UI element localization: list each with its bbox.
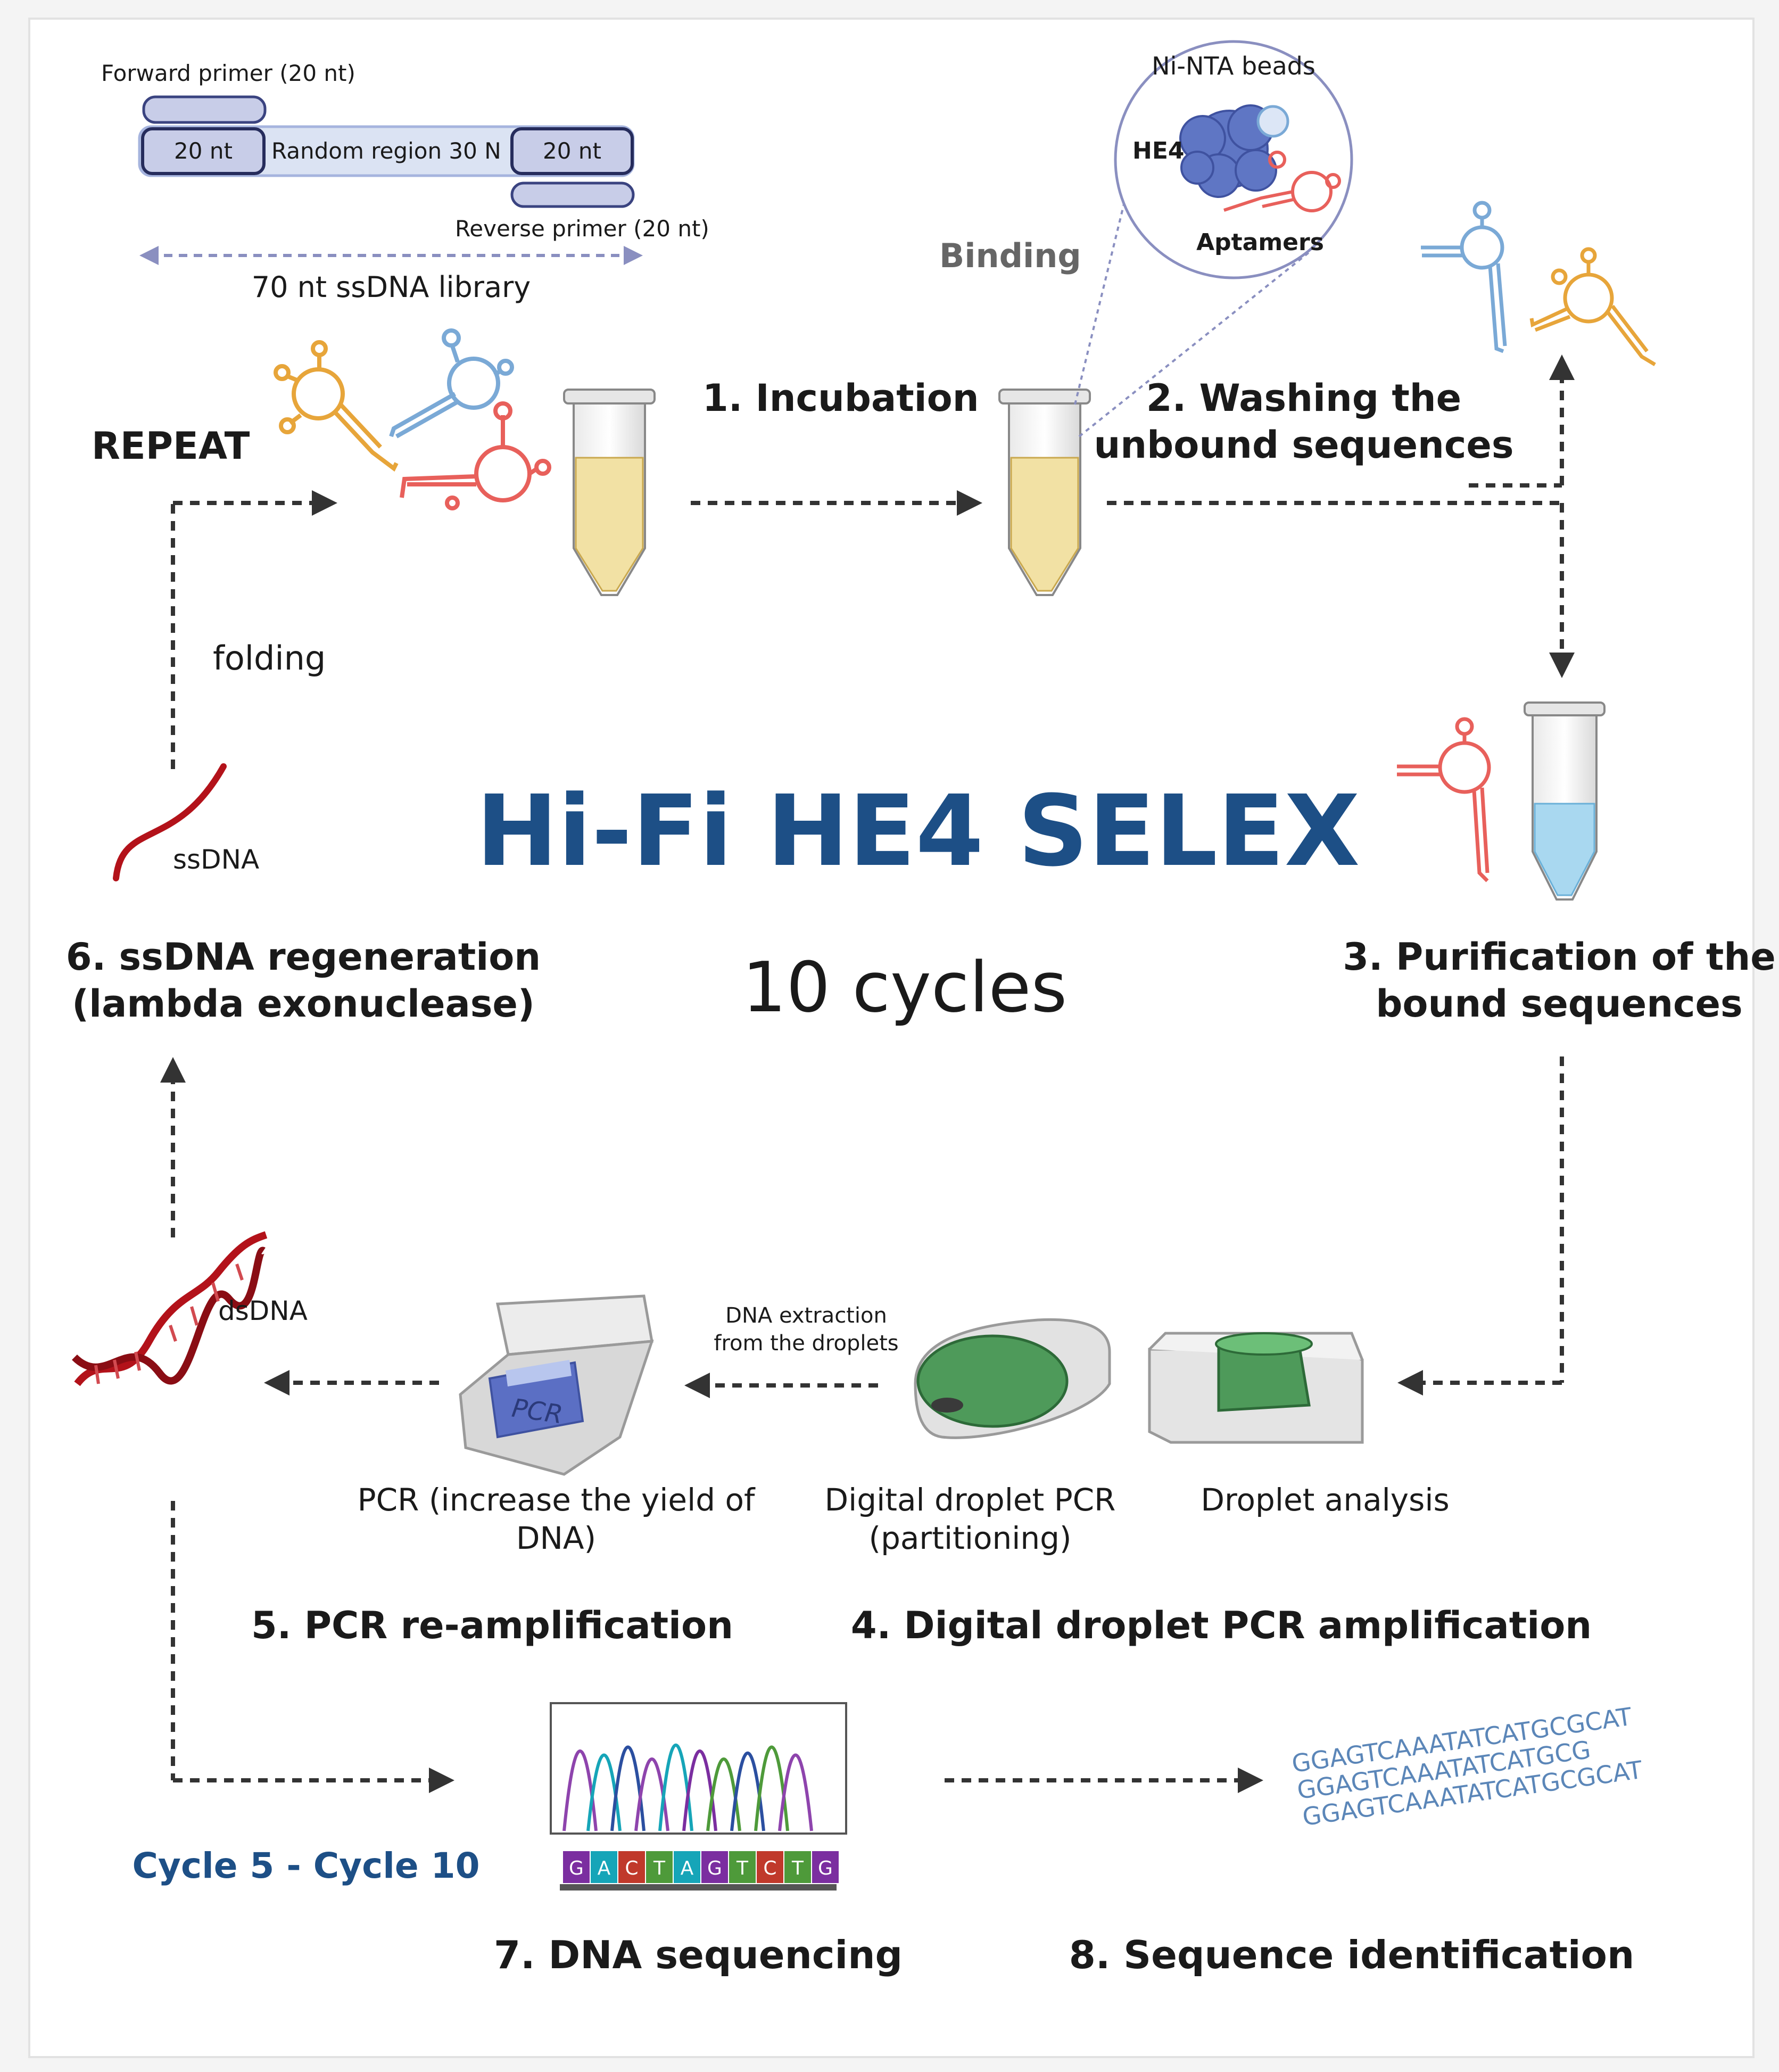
unbound-aptamer-orange xyxy=(1529,247,1656,367)
reverse-primer-label: Reverse primer (20 nt) xyxy=(455,216,709,242)
step-2-line1: 2. Washing the xyxy=(1146,376,1461,420)
page-card xyxy=(28,18,1755,2058)
binding-label: Binding xyxy=(939,236,1081,275)
right-block-label: 20 nt xyxy=(543,138,601,164)
base-tile xyxy=(701,1851,728,1883)
purified-aptamer xyxy=(1397,717,1491,882)
ddpcr-label-line1: Digital droplet PCR xyxy=(825,1482,1116,1518)
aptamer-blue xyxy=(389,328,514,439)
base-tile xyxy=(646,1851,673,1883)
base-letter: C xyxy=(625,1858,638,1879)
diagram-title: Hi-Fi HE4 SELEX xyxy=(476,774,1360,888)
pcr-label-line2: DNA) xyxy=(516,1520,596,1556)
step-1-incubation: 1. Incubation xyxy=(702,376,979,420)
extraction-label-line2: from the droplets xyxy=(714,1331,898,1356)
forward-primer-label: Forward primer (20 nt) xyxy=(101,60,355,86)
step-3-line1: 3. Purification of the xyxy=(1343,935,1775,979)
pcr-label-line1: PCR (increase the yield of xyxy=(358,1482,756,1518)
target-label: HE4 xyxy=(1132,137,1185,164)
random-region-label: Random region 30 N xyxy=(271,138,501,164)
step-3-line2: bound sequences xyxy=(1376,982,1742,1026)
chromatogram xyxy=(550,1702,847,1835)
cycle-range-label: Cycle 5 - Cycle 10 xyxy=(132,1845,479,1886)
tube-binding xyxy=(998,389,1091,596)
dsdna-label: dsDNA xyxy=(218,1295,308,1326)
step-6-line1: 6. ssDNA regeneration xyxy=(66,935,541,979)
base-letter: T xyxy=(736,1858,749,1879)
base-letter: C xyxy=(763,1858,776,1879)
base-tile xyxy=(729,1851,756,1883)
aptamer-orange xyxy=(274,340,399,472)
bound-aptamer xyxy=(1223,151,1341,212)
binding-inset: Ni-NTA beads HE4 Aptamers xyxy=(1114,40,1353,279)
base-letter: G xyxy=(569,1858,584,1879)
base-calls-bar xyxy=(560,1884,837,1891)
right-constant-region xyxy=(510,127,634,175)
droplet-generator xyxy=(914,1318,1111,1439)
base-letter: G xyxy=(818,1858,833,1879)
base-letter: A xyxy=(598,1858,611,1879)
beads-label: Ni-NTA beads xyxy=(1152,52,1315,80)
base-letter: T xyxy=(791,1858,804,1879)
left-block-label: 20 nt xyxy=(174,138,233,164)
pcr-screen-label: PCR xyxy=(510,1393,565,1430)
base-letter: G xyxy=(707,1858,722,1879)
unbound-aptamer-blue xyxy=(1421,201,1507,353)
step-4-label: 4. Digital droplet PCR amplification xyxy=(851,1604,1592,1647)
left-constant-region xyxy=(141,127,266,175)
cycle-count: 10 cycles xyxy=(742,947,1067,1028)
he4-protein xyxy=(1179,104,1277,198)
step-5-label: 5. PCR re-amplification xyxy=(251,1604,733,1647)
ddpcr-label-line2: (partitioning) xyxy=(868,1520,1071,1556)
ssdna-strand xyxy=(113,763,227,881)
inset-connector-right xyxy=(1078,249,1313,437)
ssdna-library-construct: Forward primer (20 nt) 20 nt Random regi… xyxy=(101,60,709,304)
base-tile xyxy=(618,1851,645,1883)
base-tile xyxy=(812,1851,839,1883)
reverse-primer-bar xyxy=(510,181,635,208)
aptamers-label: Aptamers xyxy=(1196,229,1324,256)
forward-primer-bar xyxy=(142,95,267,124)
inset-connector-left xyxy=(1074,175,1132,405)
droplet-reader xyxy=(1148,1332,1364,1444)
base-tile xyxy=(757,1851,783,1883)
dsdna-helix xyxy=(72,1231,268,1386)
extraction-label-line1: DNA extraction xyxy=(725,1303,887,1328)
step-6-line2: (lambda exonuclease) xyxy=(72,982,535,1026)
base-tile xyxy=(591,1851,617,1883)
tube-library xyxy=(563,389,656,596)
base-letter: A xyxy=(681,1858,694,1879)
folding-label: folding xyxy=(213,639,326,678)
droplet-analysis-label: Droplet analysis xyxy=(1201,1482,1449,1518)
step-8-label: 8. Sequence identification xyxy=(1069,1933,1635,1977)
repeat-label: REPEAT xyxy=(92,424,250,468)
base-tile xyxy=(563,1851,590,1883)
ssdna-label: ssDNA xyxy=(173,844,259,875)
tube-purified xyxy=(1524,701,1606,901)
step-7-label: 7. DNA sequencing xyxy=(494,1933,903,1977)
aptamer-red xyxy=(400,401,551,510)
pcr-thermocycler: PCR xyxy=(459,1294,654,1476)
base-letter: T xyxy=(653,1858,666,1879)
base-tile xyxy=(674,1851,700,1883)
step-2-line2: unbound sequences xyxy=(1094,423,1513,467)
ni-nta-bead xyxy=(1256,105,1289,138)
base-tile xyxy=(784,1851,811,1883)
library-length-label: 70 nt ssDNA library xyxy=(252,270,531,304)
